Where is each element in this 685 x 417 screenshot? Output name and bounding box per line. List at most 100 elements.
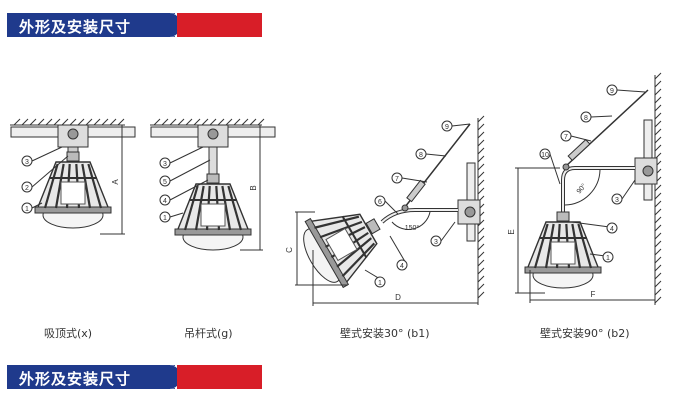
hatch [654,248,662,256]
hatch [29,118,37,126]
hatch [257,118,265,126]
hatch [477,163,485,171]
section-header-2: 外形及安装尺寸 [7,365,262,389]
cage-bar [221,185,232,231]
leader-line [440,221,456,242]
hatch [654,256,662,264]
callout-number: 3 [163,161,167,168]
angle-arc [564,169,601,206]
hatch [225,118,233,126]
hatch [654,120,662,128]
callout-circle [21,155,33,167]
callout-number: 2 [25,185,29,192]
leader-line [590,115,613,118]
cage-ring [341,215,368,259]
junction-box-port [464,206,476,218]
callout-number: 9 [610,88,614,95]
hatch [654,136,662,144]
callout-number: 7 [395,176,399,183]
cage-bar [227,185,243,231]
hatch [61,118,69,126]
leader-line [31,202,43,209]
section-title: 外形及安装尺寸 [19,18,132,36]
callout-circle [21,202,33,214]
hatch [21,118,29,126]
hatch [117,118,125,126]
hatch [69,118,77,126]
junction-box-port [207,128,219,140]
hatch [654,96,662,104]
callout-circle [159,194,171,206]
hatch [93,118,101,126]
hatch [654,232,662,240]
leader-line [621,179,636,200]
callout-number: 3 [25,159,29,166]
cable-gland [556,211,570,222]
hatch [477,187,485,195]
callout-circle [580,111,592,123]
hatch [45,118,53,126]
callout-circle [415,148,427,160]
cage-bar [577,223,593,269]
callout-number: 5 [163,179,167,186]
cable-gland [365,218,381,235]
dimension-label-f: F [591,290,596,299]
caption-wall-mount-30: 壁式安装30° (b1) [340,327,430,340]
anchor-ring [401,204,409,212]
leader-line [169,212,184,218]
cage-bar [533,223,549,269]
callout-circle [374,276,386,288]
hatch [654,128,662,136]
lamp-base-ring [174,228,252,236]
callout-circle [159,157,171,169]
hatch [233,118,241,126]
hatch [654,184,662,192]
callout-circle [606,222,618,234]
dimension-label-e: E [507,229,516,234]
angle-label-90: 90° [575,182,588,195]
hatch [477,235,485,243]
callout-circle [560,130,572,142]
junction-box-port [67,128,79,140]
hatch [654,104,662,112]
hatch [477,283,485,291]
hatch [477,171,485,179]
leader-line [570,135,592,142]
callout-circle [374,195,386,207]
lamp-base-ring [524,266,602,274]
cage-bar [81,163,92,209]
callout-number: 4 [163,198,167,205]
callout-number: 6 [378,199,382,206]
callout-number: 1 [606,255,610,262]
hatch [654,72,662,80]
cage-bar [319,220,363,239]
callout-number: 8 [419,152,423,159]
hatch [654,80,662,88]
hatch [153,118,161,126]
leader-line [425,153,447,157]
hatch [654,144,662,152]
hatch [654,200,662,208]
callout-number: 1 [163,215,167,222]
hatch [477,155,485,163]
cable-gland [206,173,220,184]
cage-bar [544,223,555,269]
hatch [13,118,21,126]
caption-pendant-mount: 吊杆式(g) [184,327,233,340]
cage-bar [87,163,103,209]
hatch [477,275,485,283]
callout-circle [159,175,171,187]
junction-box-port [642,165,654,177]
callout-number: 4 [610,226,614,233]
hatch [477,267,485,275]
hatch [654,288,662,296]
callout-circle [430,235,442,247]
callout-number: 3 [434,239,438,246]
hatch [477,251,485,259]
lamp-base-ring [34,206,112,214]
hatch [477,147,485,155]
hatch [85,118,93,126]
leader-line [401,177,428,183]
hatch [169,118,177,126]
